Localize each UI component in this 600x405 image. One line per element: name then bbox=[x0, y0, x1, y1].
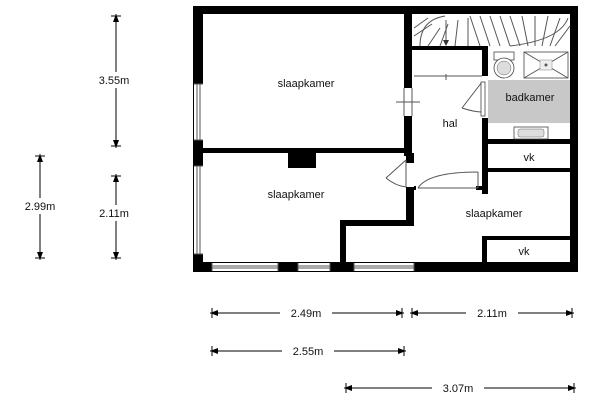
dimension-horizontal-left: 2.49m bbox=[210, 306, 404, 320]
dimension-horizontal-middle: 2.55m bbox=[210, 344, 406, 358]
room-label-closet-bottom: vk bbox=[519, 246, 531, 258]
sink-icon bbox=[513, 126, 549, 140]
staircase bbox=[413, 14, 571, 47]
dimension-label-horizontal-right: 2.11m bbox=[477, 308, 507, 320]
door-top-bedroom bbox=[396, 88, 420, 116]
window-left-lower bbox=[194, 165, 203, 255]
room-label-bedroom-right: slaapkamer bbox=[466, 208, 523, 220]
room-label-closet-top: vk bbox=[524, 152, 536, 164]
dimension-vertical-left: 2.99m bbox=[14, 154, 66, 260]
dimension-horizontal-right: 2.11m bbox=[410, 306, 574, 320]
dimension-label-horizontal-left: 2.49m bbox=[291, 308, 322, 320]
room-label-bathroom: badkamer bbox=[506, 92, 555, 104]
dimension-horizontal-bottom: 3.07m bbox=[344, 381, 576, 395]
dimension-label-vertical-top: 3.55m bbox=[99, 75, 130, 87]
window-bottom-2 bbox=[297, 263, 331, 271]
shower-icon bbox=[523, 51, 569, 79]
dimension-vertical-top: 3.55m bbox=[88, 14, 140, 148]
room-label-bedroom-top: slaapkamer bbox=[278, 78, 335, 90]
door-bathroom bbox=[461, 76, 488, 118]
window-left-upper bbox=[194, 83, 203, 141]
room-label-hall: hal bbox=[443, 118, 458, 130]
window-bottom-3 bbox=[353, 263, 415, 271]
dimension-label-horizontal-bottom: 3.07m bbox=[443, 383, 474, 395]
dimension-label-vertical-left: 2.99m bbox=[25, 201, 56, 213]
toilet-icon bbox=[493, 51, 515, 79]
dimension-vertical-middle: 2.11m bbox=[88, 174, 140, 260]
dimension-label-vertical-middle: 2.11m bbox=[99, 208, 129, 220]
dimension-label-horizontal-middle: 2.55m bbox=[293, 346, 324, 358]
window-bottom-1 bbox=[211, 263, 279, 271]
door-stairs bbox=[414, 74, 482, 80]
bathroom bbox=[488, 50, 570, 140]
door-right-bedroom bbox=[416, 171, 479, 190]
room-label-bedroom-middle: slaapkamer bbox=[268, 189, 325, 201]
door-middle-bedroom bbox=[385, 159, 414, 188]
